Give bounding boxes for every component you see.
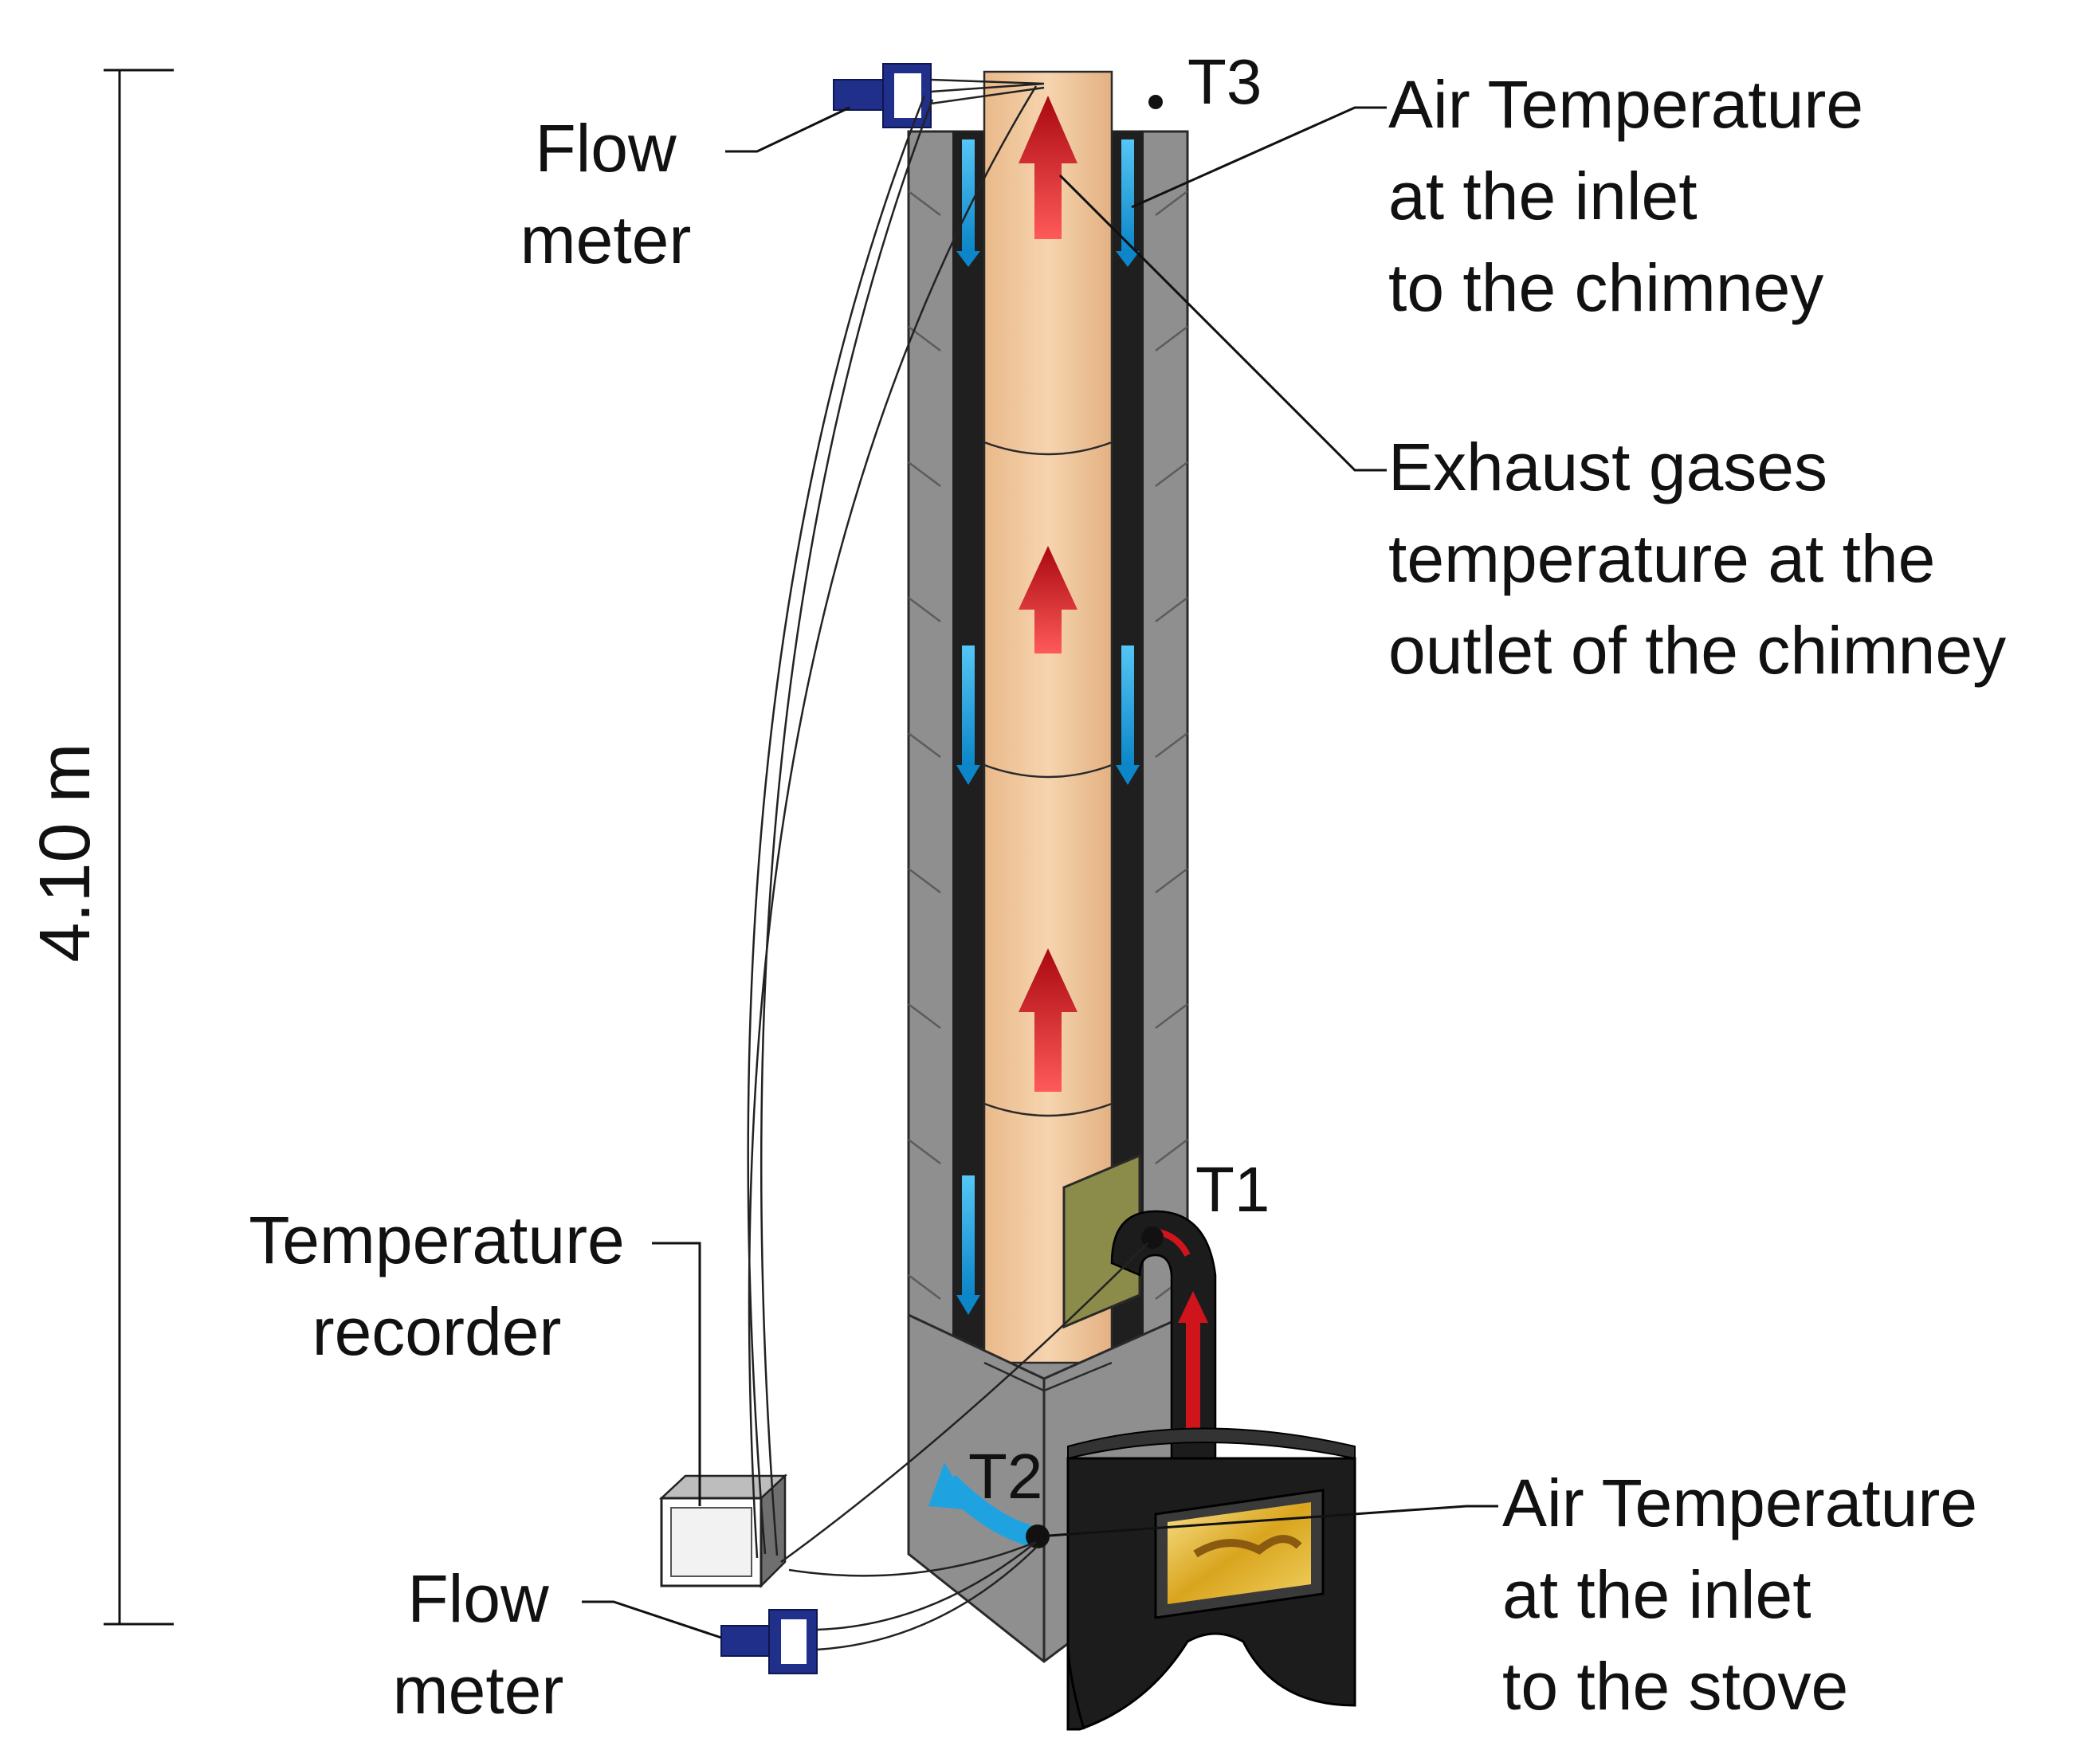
label-temperature-recorder: Temperature recorder <box>249 1203 625 1369</box>
leader-temperature-recorder <box>652 1242 701 1506</box>
wall-plate <box>1062 1153 1141 1329</box>
sensor-t1-label: T1 <box>1195 1154 1270 1225</box>
label-exhaust-gases: Exhaust gases temperature at the outlet … <box>1388 430 2006 688</box>
leader-air-temp-chimney <box>1131 106 1387 209</box>
stove <box>1066 1427 1356 1731</box>
flow-meter-top-body <box>833 79 884 111</box>
sensor-t2-label: T2 <box>968 1441 1042 1512</box>
flow-meter-top <box>833 63 1045 128</box>
leader-flow-meter-bottom <box>582 1600 722 1639</box>
height-label: 4.10 m <box>26 743 105 962</box>
flow-meter-bottom-line2: meter <box>393 1653 564 1728</box>
cold-air-flow-left <box>956 139 980 1315</box>
pipe-hot-arrow <box>1178 1291 1208 1434</box>
air-temp-chimney-line2: at the inlet <box>1388 159 1698 233</box>
air-temp-chimney-line3: to the chimney <box>1388 250 1823 325</box>
sensor-t3-dot <box>1148 95 1163 109</box>
temperature-recorder-line2: recorder <box>312 1294 562 1369</box>
exhaust-gases-line2: temperature at the <box>1388 521 1935 596</box>
sensor-t3-label: T3 <box>1187 46 1262 117</box>
chimney <box>907 70 1189 1663</box>
flow-meter-bottom-body <box>720 1625 770 1657</box>
leader-exhaust-gases <box>1058 174 1387 472</box>
exhaust-gases-line1: Exhaust gases <box>1388 430 1827 504</box>
label-air-temp-stove: Air Temperature at the inlet to the stov… <box>1502 1466 1977 1724</box>
air-temp-chimney-line1: Air Temperature <box>1388 67 1863 142</box>
air-temp-stove-line2: at the inlet <box>1502 1557 1811 1632</box>
air-temp-stove-line1: Air Temperature <box>1502 1466 1977 1540</box>
chimney-flue-liner <box>983 70 1113 1364</box>
leader-air-temp-stove <box>1037 1505 1498 1538</box>
flow-meter-bottom <box>720 1541 1038 1674</box>
height-dimension: 4.10 m <box>26 69 174 1626</box>
exhaust-gases-line3: outlet of the chimney <box>1388 613 2006 688</box>
label-air-temp-chimney: Air Temperature at the inlet to the chim… <box>1388 67 1863 325</box>
sensors: T3 T1 T2 <box>928 46 1270 1548</box>
label-flow-meter-bottom: Flow meter <box>393 1561 564 1728</box>
air-temp-stove-line3: to the stove <box>1502 1649 1848 1724</box>
leader-lines <box>582 106 1498 1639</box>
flow-meter-top-line1: Flow <box>535 111 677 186</box>
temperature-recorder-line1: Temperature <box>249 1203 625 1277</box>
cold-air-flow-right <box>1116 139 1140 785</box>
stove-fire <box>1168 1502 1311 1604</box>
label-flow-meter-top: Flow meter <box>520 111 692 277</box>
stove-connector <box>1062 1153 1217 1460</box>
sensor-wires <box>747 85 1148 1577</box>
flow-meter-top-line2: meter <box>520 202 692 277</box>
leader-flow-meter-top <box>725 106 850 153</box>
flow-meter-bottom-line1: Flow <box>407 1561 549 1636</box>
flue-segment-joints <box>983 441 1113 1117</box>
temperature-recorder <box>658 1473 788 1589</box>
hot-gas-flow-arrows <box>1019 96 1077 1092</box>
